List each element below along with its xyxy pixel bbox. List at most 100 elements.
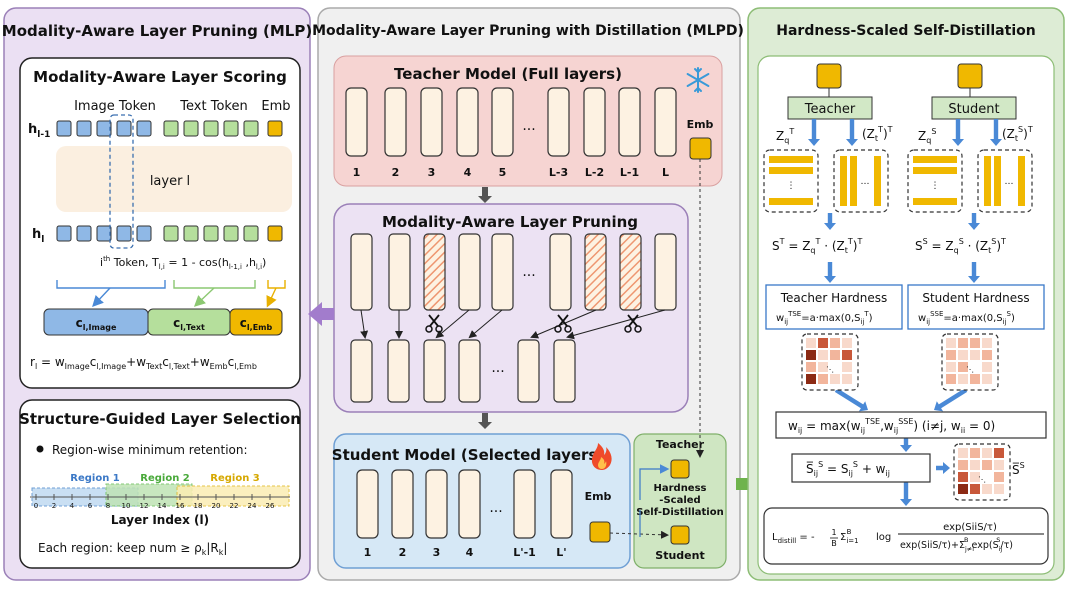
axis-tick-label: 24 — [248, 502, 257, 510]
text-token — [203, 225, 219, 242]
student-hardness-title: Student Hardness — [922, 291, 1029, 305]
image-token — [136, 120, 152, 137]
query-row — [913, 198, 957, 205]
heatmap-cell — [842, 362, 852, 372]
image-token-label: Image Token — [74, 99, 156, 114]
connection-arrow — [360, 309, 369, 339]
layer-l-block — [56, 146, 292, 212]
zq-teacher: ZqT — [776, 127, 794, 145]
tokens-row-bottom — [56, 225, 283, 242]
scissors-icon — [624, 314, 642, 333]
teacher-query-square — [816, 63, 842, 89]
emb-label: Emb — [261, 99, 290, 114]
teacher-model-title: Teacher Model (Full layers) — [394, 65, 622, 83]
axis-tick-label: 14 — [158, 502, 167, 510]
h-cur-label: hl — [32, 227, 44, 245]
teacher-to-pruning-arrow — [478, 187, 492, 203]
r-formula: rl = wImagecl,Image+wTextcl,Text+wEmbcl,… — [30, 355, 257, 371]
heatmap-cell — [982, 460, 992, 470]
text-column — [840, 156, 847, 206]
scissors-handle — [435, 325, 443, 333]
image-arrow — [92, 287, 111, 308]
axis-tick-label: 16 — [176, 502, 185, 510]
axis-tick-label: 10 — [122, 502, 131, 510]
teacher-dots: ... — [522, 118, 535, 134]
selected-layer — [387, 339, 410, 403]
heatmap-cell — [818, 350, 828, 360]
axis-tick-label: 18 — [194, 502, 203, 510]
student-emb-label: Emb — [585, 490, 612, 503]
heatmap-cell — [970, 472, 980, 482]
kept-layer — [549, 233, 572, 311]
connection-arrow — [435, 309, 470, 339]
teacher-layer-label: L — [662, 166, 669, 179]
sbar-matrix-label: S̅S — [1012, 461, 1025, 477]
emb-bracket — [267, 280, 286, 289]
layer-scoring-title: Modality-Aware Layer Scoring — [33, 68, 287, 86]
teacher-layer-label: 1 — [353, 166, 361, 179]
layer-selection-title: Structure-Guided Layer Selection — [19, 410, 301, 428]
flow-arrow — [846, 119, 858, 146]
heatmap-cell — [830, 374, 840, 384]
teacher-layer — [654, 87, 677, 157]
flow-arrow — [990, 119, 1002, 146]
teacher-encoder-label: Teacher — [804, 102, 856, 117]
region-3-label: Region 3 — [210, 473, 260, 484]
text-column — [850, 156, 857, 206]
heatmap-cell — [982, 448, 992, 458]
zt-student: (ZtS)T — [1002, 125, 1033, 143]
mini-line3: Self-Distillation — [636, 507, 723, 518]
student-layer — [458, 469, 481, 539]
fire-icon — [591, 443, 612, 470]
loss-denominator: exp(SiiS/τ)+Σj≠iB exp(SijS/τ) — [900, 536, 1013, 553]
c-image-label: cl,Image — [76, 316, 117, 332]
heatmap-cell — [982, 362, 992, 372]
connection-arrow — [566, 309, 666, 340]
heatmap-cell — [946, 350, 956, 360]
region-2-label: Region 2 — [140, 473, 190, 484]
teacher-blue-link — [639, 464, 670, 500]
text-token — [183, 225, 199, 242]
selected-layer — [458, 339, 481, 403]
student-layer — [391, 469, 414, 539]
teacher-layer — [618, 87, 641, 157]
student-hardness-box — [907, 284, 1045, 330]
image-token — [76, 120, 92, 137]
heatmap-cell — [970, 338, 980, 348]
image-token — [56, 120, 72, 137]
token-selection-highlight — [109, 114, 134, 249]
selected-layer — [350, 339, 373, 403]
text-arrow — [193, 287, 215, 307]
student-encoder-label: Student — [948, 102, 999, 117]
teacher-layer-label: 2 — [392, 166, 400, 179]
heatmap-cell — [970, 350, 980, 360]
heatmap-cell — [946, 374, 956, 384]
scissors-handle — [425, 325, 433, 333]
text-column — [984, 156, 991, 206]
mini-line1: Hardness — [653, 483, 706, 494]
student-layer-label: 4 — [466, 546, 474, 559]
sbar-formula: S̅ijS = SijS + wij — [806, 460, 890, 478]
heatmap-cell — [982, 350, 992, 360]
text-column — [1018, 156, 1025, 206]
heatmap-cell — [818, 362, 828, 372]
teacher-layer-label: 5 — [499, 166, 507, 179]
text-token — [243, 225, 259, 242]
kept-layer — [458, 233, 481, 311]
mini-teacher-square — [670, 459, 690, 479]
image-token — [76, 225, 92, 242]
heatmap-cell — [842, 374, 852, 384]
c-text-label: cl,Text — [173, 316, 205, 332]
student-emb-square — [589, 521, 611, 543]
axis-tick-label: 4 — [70, 502, 75, 510]
mlp-title: Modality-Aware Layer Pruning (MLP) — [2, 22, 312, 40]
heatmap-cell — [842, 338, 852, 348]
hardness-heatmaps: ⋱⋱⋱ — [801, 333, 1011, 501]
text-token — [243, 120, 259, 137]
axis-tick-label: 22 — [230, 502, 239, 510]
diag-ellipsis: ⋱ — [966, 365, 974, 374]
wij-box — [775, 411, 1047, 439]
student-layer-label: L' — [556, 546, 566, 559]
teacher-layer-label: 4 — [464, 166, 472, 179]
